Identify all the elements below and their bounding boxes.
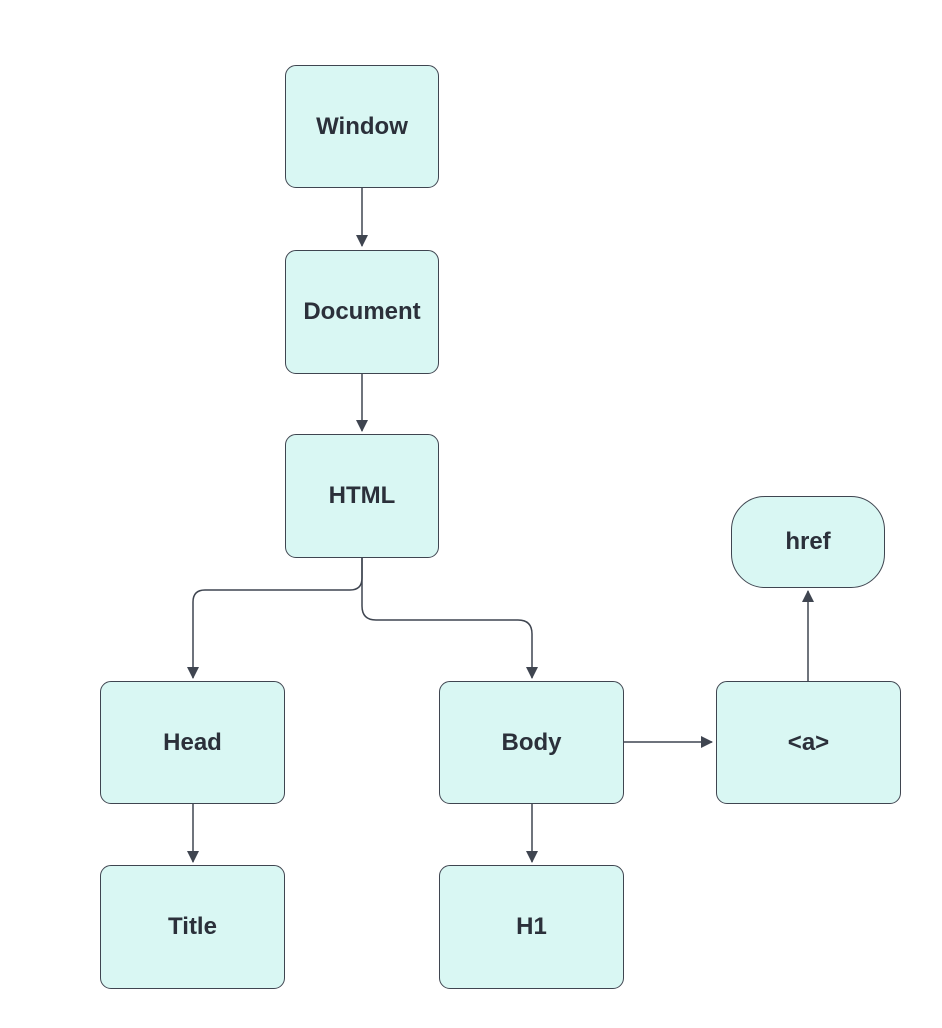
- node-window-label: Window: [316, 112, 408, 140]
- node-body-label: Body: [501, 728, 562, 756]
- node-href: href: [731, 496, 885, 588]
- node-document-label: Document: [303, 298, 421, 325]
- node-window: Window: [285, 65, 439, 188]
- node-head: Head: [100, 681, 285, 804]
- node-h1-label: H1: [516, 913, 547, 940]
- edge-html-head: [187, 558, 363, 679]
- node-html-label: HTML: [328, 482, 396, 509]
- node-body: Body: [439, 681, 624, 804]
- node-document: Document: [285, 250, 439, 374]
- node-anchor: <a>: [716, 681, 901, 804]
- node-anchor-label: <a>: [787, 728, 830, 756]
- node-h1: H1: [439, 865, 624, 989]
- node-href-label: href: [785, 528, 831, 555]
- node-head-label: Head: [163, 728, 222, 756]
- edge-html-body: [361, 558, 538, 679]
- node-html: HTML: [285, 434, 439, 558]
- node-title-label: Title: [168, 913, 217, 940]
- node-title: Title: [100, 865, 285, 989]
